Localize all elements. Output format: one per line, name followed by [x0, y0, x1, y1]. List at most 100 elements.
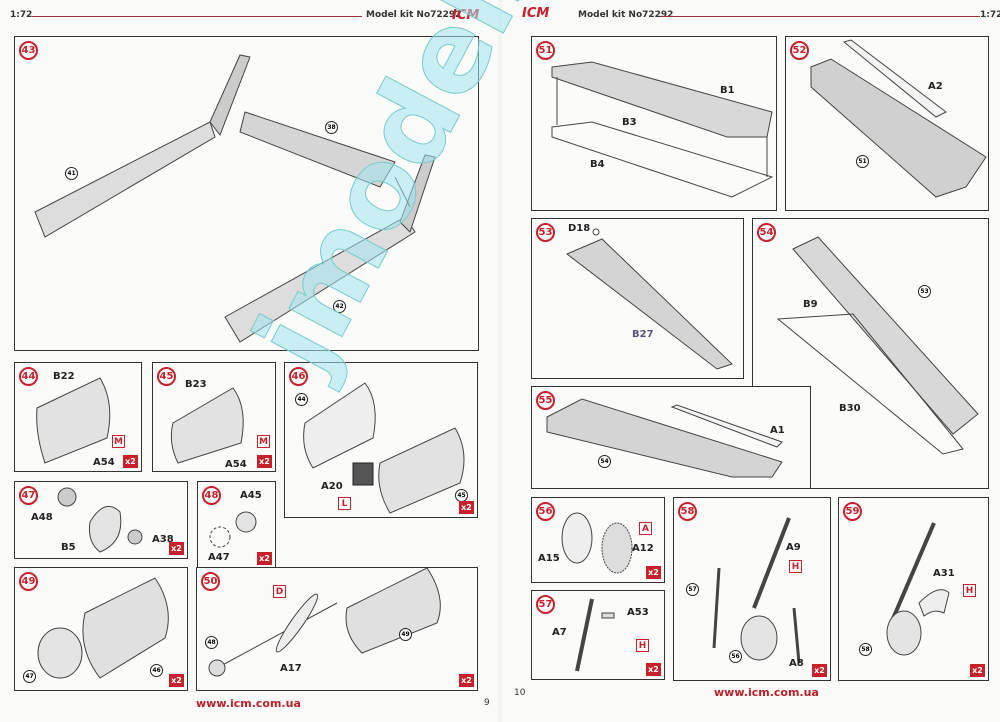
ref-46: 46 — [150, 664, 163, 677]
left-page: 1:72 Model kit No72292 ICM 43 41 38 42 4… — [0, 0, 498, 722]
part-label: B3 — [622, 117, 637, 128]
part-label: A54 — [93, 457, 115, 468]
engine-cowl-half-drawing — [170, 387, 244, 464]
step-58-panel: 58 A9 A8 H 57 56 x2 — [673, 497, 831, 681]
part-label: A53 — [627, 607, 649, 618]
part-label: A38 — [152, 534, 174, 545]
wing-part-drawing — [566, 228, 733, 370]
wing-flap-drawing — [810, 39, 987, 198]
landing-gear-strut-drawing — [575, 598, 615, 672]
ref-56: 56 — [729, 650, 742, 663]
engine-cylinders-drawing — [209, 511, 257, 548]
step-number: 54 — [757, 223, 776, 242]
ref-53: 53 — [918, 285, 931, 298]
wing-underside-drawing — [776, 236, 979, 455]
part-label: A1 — [770, 425, 785, 436]
ref-48: 48 — [205, 636, 218, 649]
step-57-panel: 57 A7 A53 H x2 — [531, 590, 665, 680]
step-number: 43 — [19, 41, 38, 60]
step-number: 44 — [19, 367, 38, 386]
step-55-panel: 55 A1 54 — [531, 386, 811, 489]
part-label: A20 — [321, 481, 343, 492]
step-50-panel: 50 D 48 49 A17 x2 — [196, 567, 478, 691]
step-number: 45 — [157, 367, 176, 386]
part-label: A48 — [31, 512, 53, 523]
part-label: A31 — [933, 568, 955, 579]
header-rule — [32, 16, 362, 17]
ref-41: 41 — [65, 167, 78, 180]
step-number: 53 — [536, 223, 555, 242]
website-link[interactable]: www.icm.com.ua — [196, 697, 301, 710]
ref-44: 44 — [295, 393, 308, 406]
ref-42: 42 — [333, 300, 346, 313]
scale-label: 1:72 — [980, 10, 1000, 20]
step-number: 51 — [536, 41, 555, 60]
propeller-nacelle-drawing — [208, 568, 441, 677]
step-53-panel: 53 D18 B27 — [531, 218, 744, 379]
color-tag: H — [963, 584, 976, 597]
step-number: 46 — [289, 367, 308, 386]
icm-logo: ICM — [452, 8, 480, 23]
icm-logo: ICM — [522, 6, 550, 21]
part-label: B30 — [839, 403, 861, 414]
step-56-panel: 56 A15 A12 A x2 — [531, 497, 665, 583]
part-label: A2 — [928, 81, 943, 92]
quantity-badge: x2 — [459, 674, 474, 687]
step-44-panel: 44 B22 A54 M x2 — [14, 362, 142, 472]
part-label: A9 — [786, 542, 801, 553]
color-tag: D — [273, 585, 286, 598]
quantity-badge: x2 — [459, 501, 474, 514]
quantity-badge: x2 — [257, 552, 272, 565]
ref-57: 57 — [686, 583, 699, 596]
step-number: 55 — [536, 391, 555, 410]
part-label: B5 — [61, 542, 76, 553]
step-51-panel: 51 B1 B3 B4 — [531, 36, 777, 211]
color-tag: A — [639, 522, 652, 535]
quantity-badge: x2 — [169, 674, 184, 687]
part-label: A15 — [538, 553, 560, 564]
step-49-panel: 49 47 46 x2 — [14, 567, 188, 691]
landing-gear-mudguard-drawing — [886, 522, 950, 656]
step-59-panel: 59 A31 H 58 x2 — [838, 497, 989, 681]
step-number: 58 — [678, 502, 697, 521]
model-kit-label: Model kit No72292 — [366, 10, 462, 20]
part-label: A17 — [280, 663, 302, 674]
quantity-badge: x2 — [646, 663, 661, 676]
step-number: 47 — [19, 486, 38, 505]
color-tag: M — [112, 435, 125, 448]
step-52-panel: 52 A2 51 — [785, 36, 989, 211]
ref-47: 47 — [23, 670, 36, 683]
part-label: B23 — [185, 379, 207, 390]
step-number: 59 — [843, 502, 862, 521]
part-label: A54 — [225, 459, 247, 470]
step-number: 48 — [202, 486, 221, 505]
step-number: 49 — [19, 572, 38, 591]
landing-gear-assembly-drawing — [712, 517, 801, 664]
step-47-panel: 47 A48 B5 A38 x2 — [14, 481, 188, 559]
model-kit-label: Model kit No72292 — [578, 10, 674, 20]
part-label: B22 — [53, 371, 75, 382]
right-page: ICM Model kit No72292 1:72 51 B1 B3 B4 5… — [502, 0, 1000, 722]
step-number: 50 — [201, 572, 220, 591]
color-tag: H — [636, 639, 649, 652]
website-link[interactable]: www.icm.com.ua — [714, 686, 819, 699]
quantity-badge: x2 — [257, 455, 272, 468]
color-tag: H — [789, 560, 802, 573]
wing-aileron-drawing — [546, 398, 783, 478]
ref-58: 58 — [859, 643, 872, 656]
ref-49: 49 — [399, 628, 412, 641]
page-number: 9 — [484, 698, 490, 708]
step-54-panel: 54 B9 B30 53 — [752, 218, 989, 489]
quantity-badge: x2 — [812, 664, 827, 677]
part-label: B4 — [590, 159, 605, 170]
quantity-badge: x2 — [123, 455, 138, 468]
part-label: A8 — [789, 658, 804, 669]
quantity-badge: x2 — [970, 664, 985, 677]
header-rule — [660, 16, 980, 17]
tail-boom-drawing — [34, 54, 436, 343]
color-tag: L — [338, 497, 351, 510]
part-label: B27 — [632, 329, 654, 340]
page-number: 10 — [514, 688, 526, 698]
ref-54: 54 — [598, 455, 611, 468]
ref-38: 38 — [325, 121, 338, 134]
